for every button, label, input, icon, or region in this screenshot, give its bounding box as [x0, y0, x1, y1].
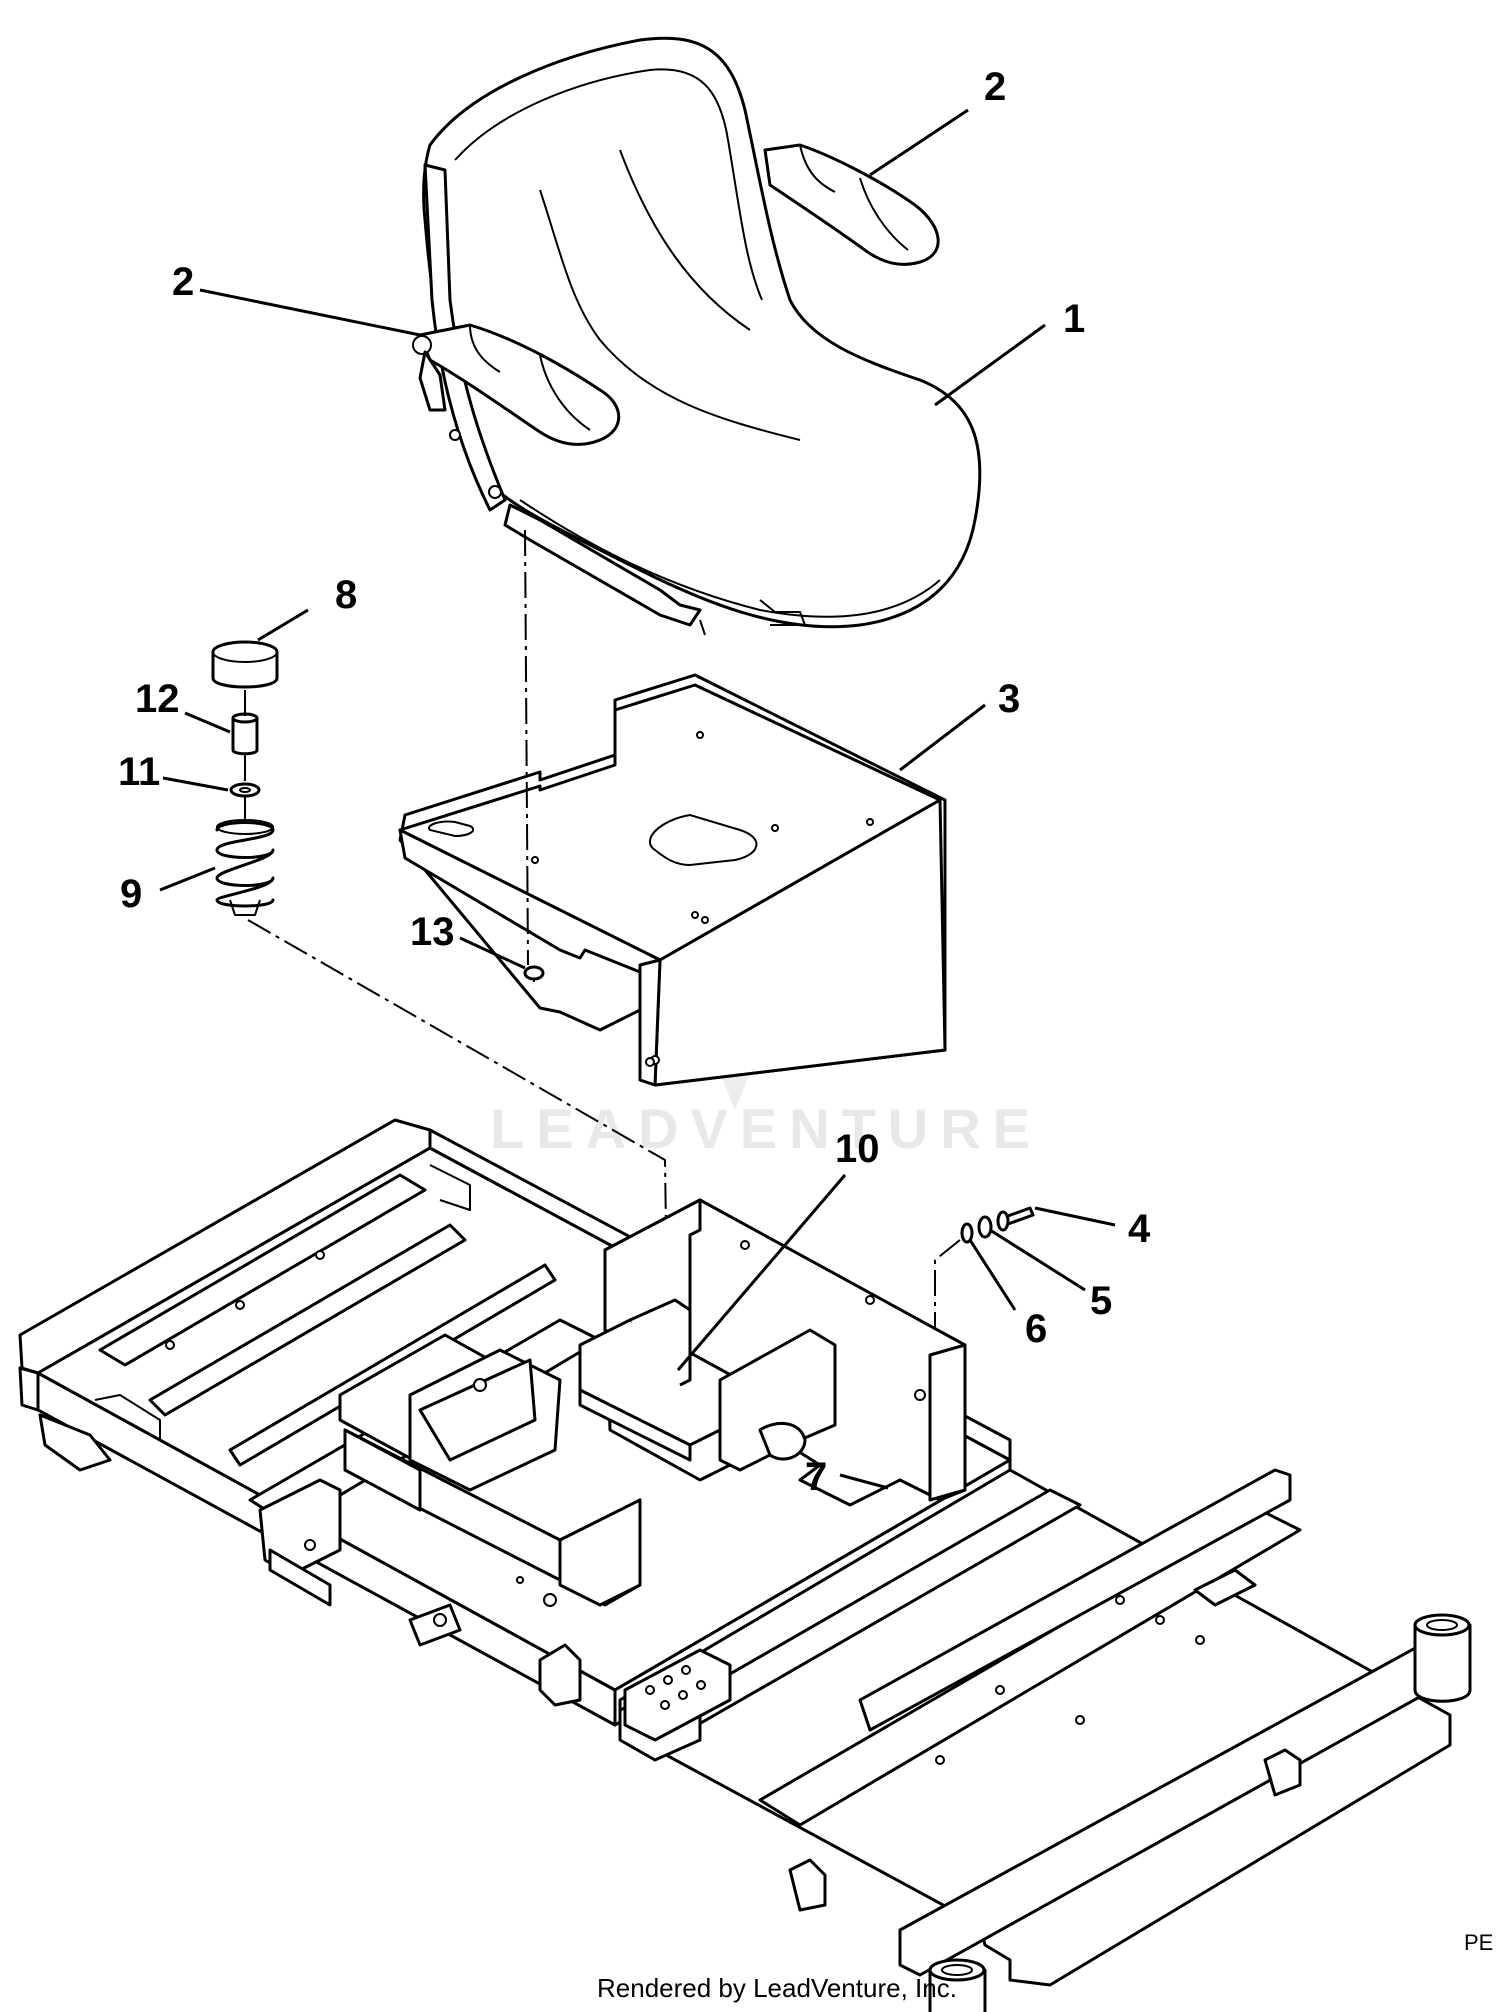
callout-12: 12	[135, 677, 180, 721]
leader-2-left	[199, 288, 421, 337]
page-reference: PE	[1464, 1930, 1493, 1955]
render-credit: Rendered by LeadVenture, Inc.	[597, 1973, 957, 2003]
mower-frame	[18, 1118, 1472, 2012]
frame-holes	[165, 1240, 1205, 1765]
callout-3: 3	[998, 677, 1020, 721]
callout-4: 4	[1128, 1207, 1151, 1251]
spring-assembly	[211, 640, 279, 916]
leader-3	[899, 703, 986, 772]
callout-6: 6	[1025, 1307, 1047, 1351]
callout-7: 7	[805, 1455, 827, 1499]
callout-11: 11	[118, 750, 160, 794]
leader-1	[934, 323, 1046, 407]
watermark-text: LEADVENTURE	[490, 1097, 1042, 1160]
seat-part-1	[412, 36, 982, 636]
callout-1: 1	[1063, 297, 1085, 341]
callouts: 1 2 2 3 4 5 6 7 8 9 10 11 12 13	[118, 65, 1151, 1499]
leader-9	[159, 866, 216, 892]
leader-11	[162, 776, 229, 792]
callout-10: 10	[835, 1127, 880, 1171]
leader-5	[989, 1228, 1086, 1292]
callout-2-left: 2	[172, 260, 194, 304]
leader-8	[257, 608, 309, 642]
leader-13	[459, 936, 526, 970]
leader-10	[676, 1174, 847, 1371]
callout-13: 13	[410, 910, 455, 954]
caster-tube-left	[928, 1958, 987, 2012]
callout-8: 8	[335, 573, 357, 617]
leader-4	[1034, 1206, 1116, 1227]
seat-plate-part-3	[398, 673, 947, 1087]
leader-7	[839, 1473, 889, 1490]
leader-12	[184, 711, 231, 734]
caster-tube-right	[1413, 1613, 1472, 1703]
callout-5: 5	[1090, 1279, 1112, 1323]
callout-2-right: 2	[984, 65, 1006, 109]
leader-2-right	[869, 108, 969, 177]
step-plate-holes	[645, 1665, 706, 1710]
callout-9: 9	[120, 872, 142, 916]
leader-6	[968, 1239, 1017, 1311]
